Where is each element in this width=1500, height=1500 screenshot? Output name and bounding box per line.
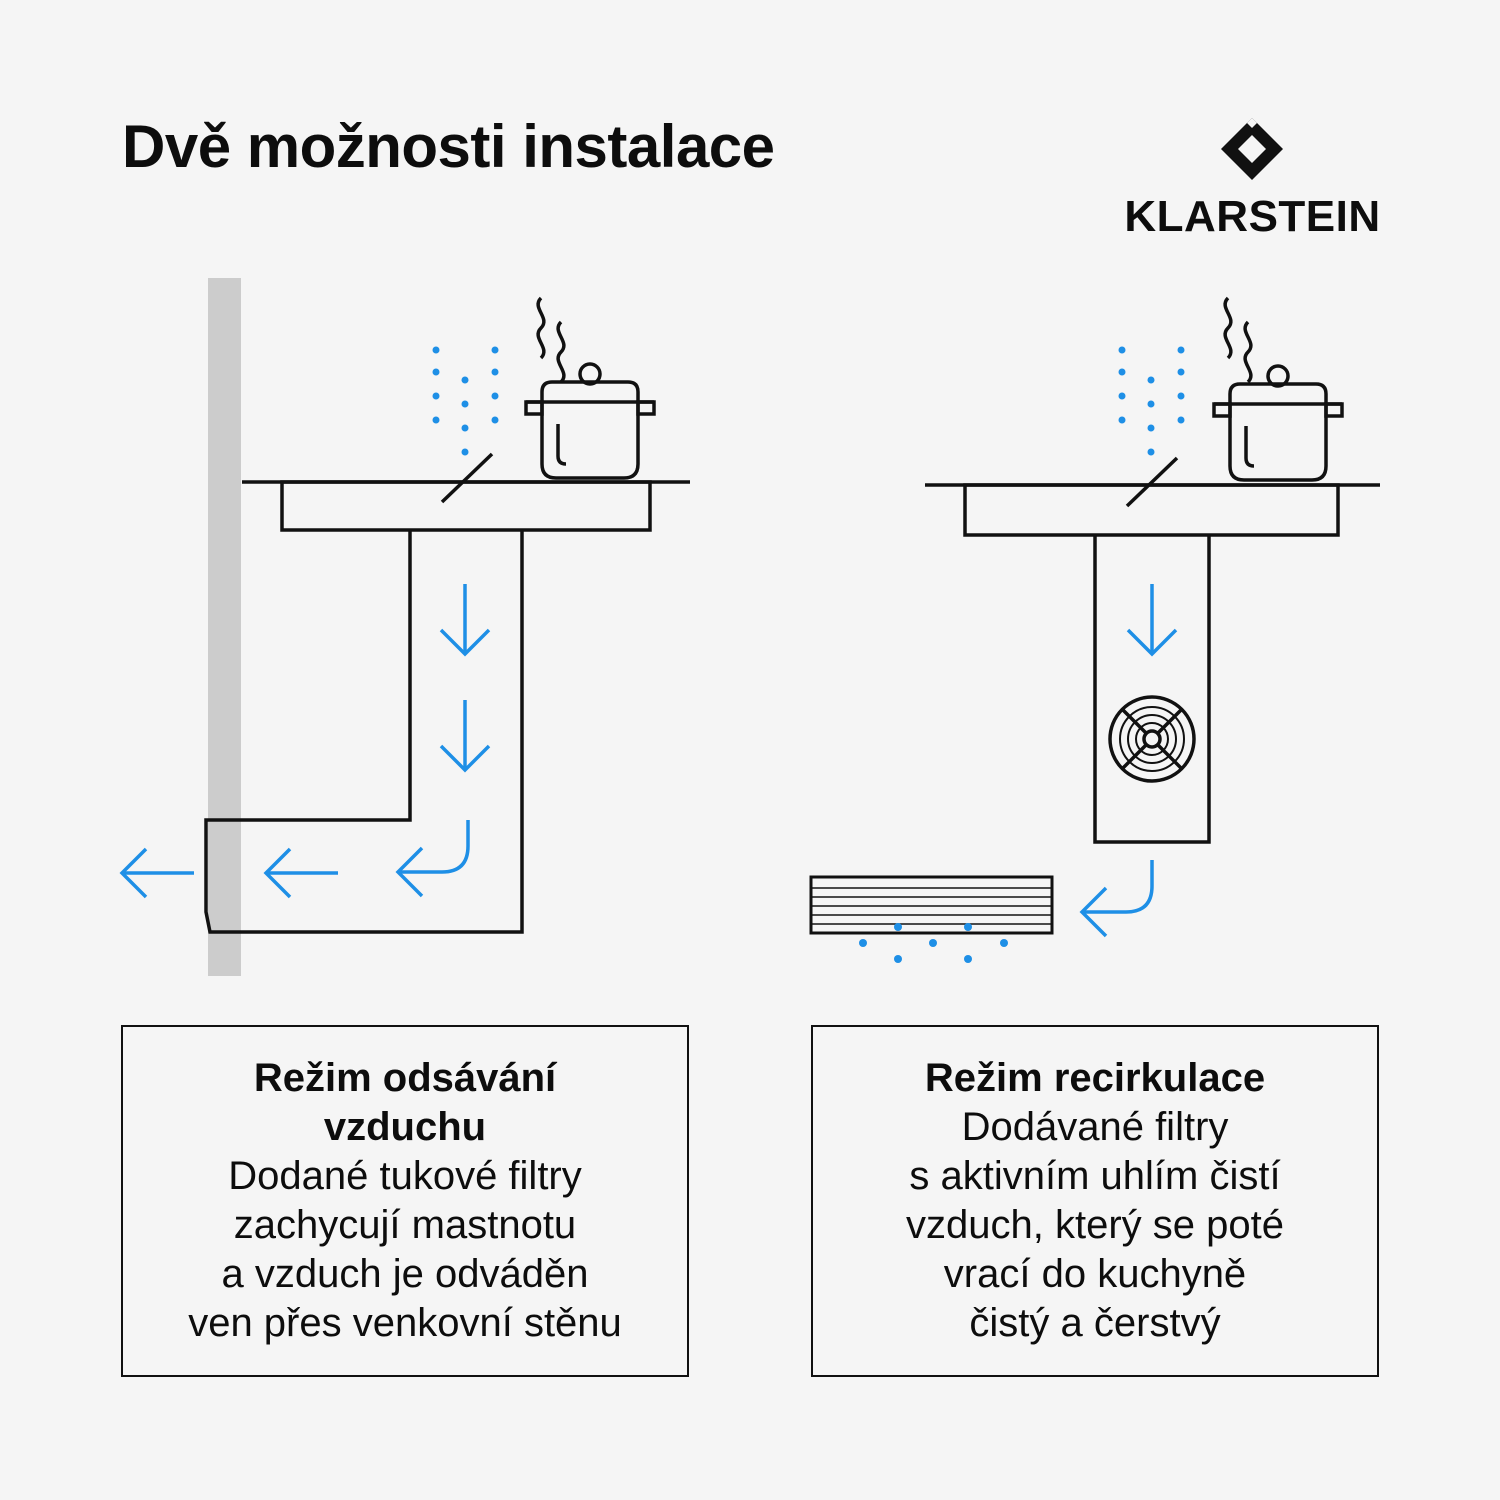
- steam-icon: [536, 296, 546, 360]
- wall-icon: [208, 278, 241, 976]
- curved-arrow-icon: [395, 820, 470, 898]
- left-arrow-icon: [120, 847, 196, 899]
- mode-title: Režim odsávání vzduchu: [253, 1056, 557, 1149]
- carbon-filter-icon: [809, 875, 1054, 935]
- hood-body: [963, 483, 1340, 537]
- duct-icon: [1093, 535, 1211, 844]
- pot-icon: [1212, 364, 1344, 482]
- duct-icon: [204, 531, 524, 934]
- brand: KLARSTEIN: [1115, 118, 1390, 248]
- hood-slot: [1125, 456, 1179, 508]
- page-title: Dvě možnosti instalace: [122, 113, 775, 180]
- mode-title: Režim recirkulace: [924, 1056, 1266, 1100]
- mode-description: Dodané tukové filtry zachycují mastnotu …: [188, 1154, 622, 1345]
- pot-icon: [524, 362, 656, 480]
- right-diagram: [809, 296, 1380, 963]
- curved-arrow-icon: [1079, 860, 1154, 938]
- steam-icon: [556, 320, 566, 384]
- steam-dots: [432, 346, 499, 456]
- down-arrow-icon: [439, 698, 491, 772]
- hood-slot: [440, 452, 494, 504]
- down-arrow-icon: [1126, 582, 1178, 656]
- hood-body: [280, 480, 652, 532]
- mode-card-recirculation: Režim recirkulace Dodávané filtry s akti…: [811, 1025, 1379, 1377]
- fan-icon: [1108, 695, 1196, 783]
- klarstein-diamond-logo-icon: [1221, 118, 1283, 180]
- clean-air-dots: [859, 923, 1008, 963]
- steam-icon: [1223, 296, 1233, 360]
- mode-card-extraction: Režim odsávání vzduchu Dodané tukové fil…: [121, 1025, 689, 1377]
- steam-icon: [1243, 320, 1253, 384]
- steam-dots: [1118, 346, 1185, 456]
- down-arrow-icon: [439, 582, 491, 656]
- mode-description: Dodávané filtry s aktivním uhlím čistí v…: [906, 1105, 1284, 1345]
- brand-name: KLARSTEIN: [1124, 192, 1381, 241]
- left-diagram: [120, 278, 690, 976]
- left-arrow-icon: [264, 847, 340, 899]
